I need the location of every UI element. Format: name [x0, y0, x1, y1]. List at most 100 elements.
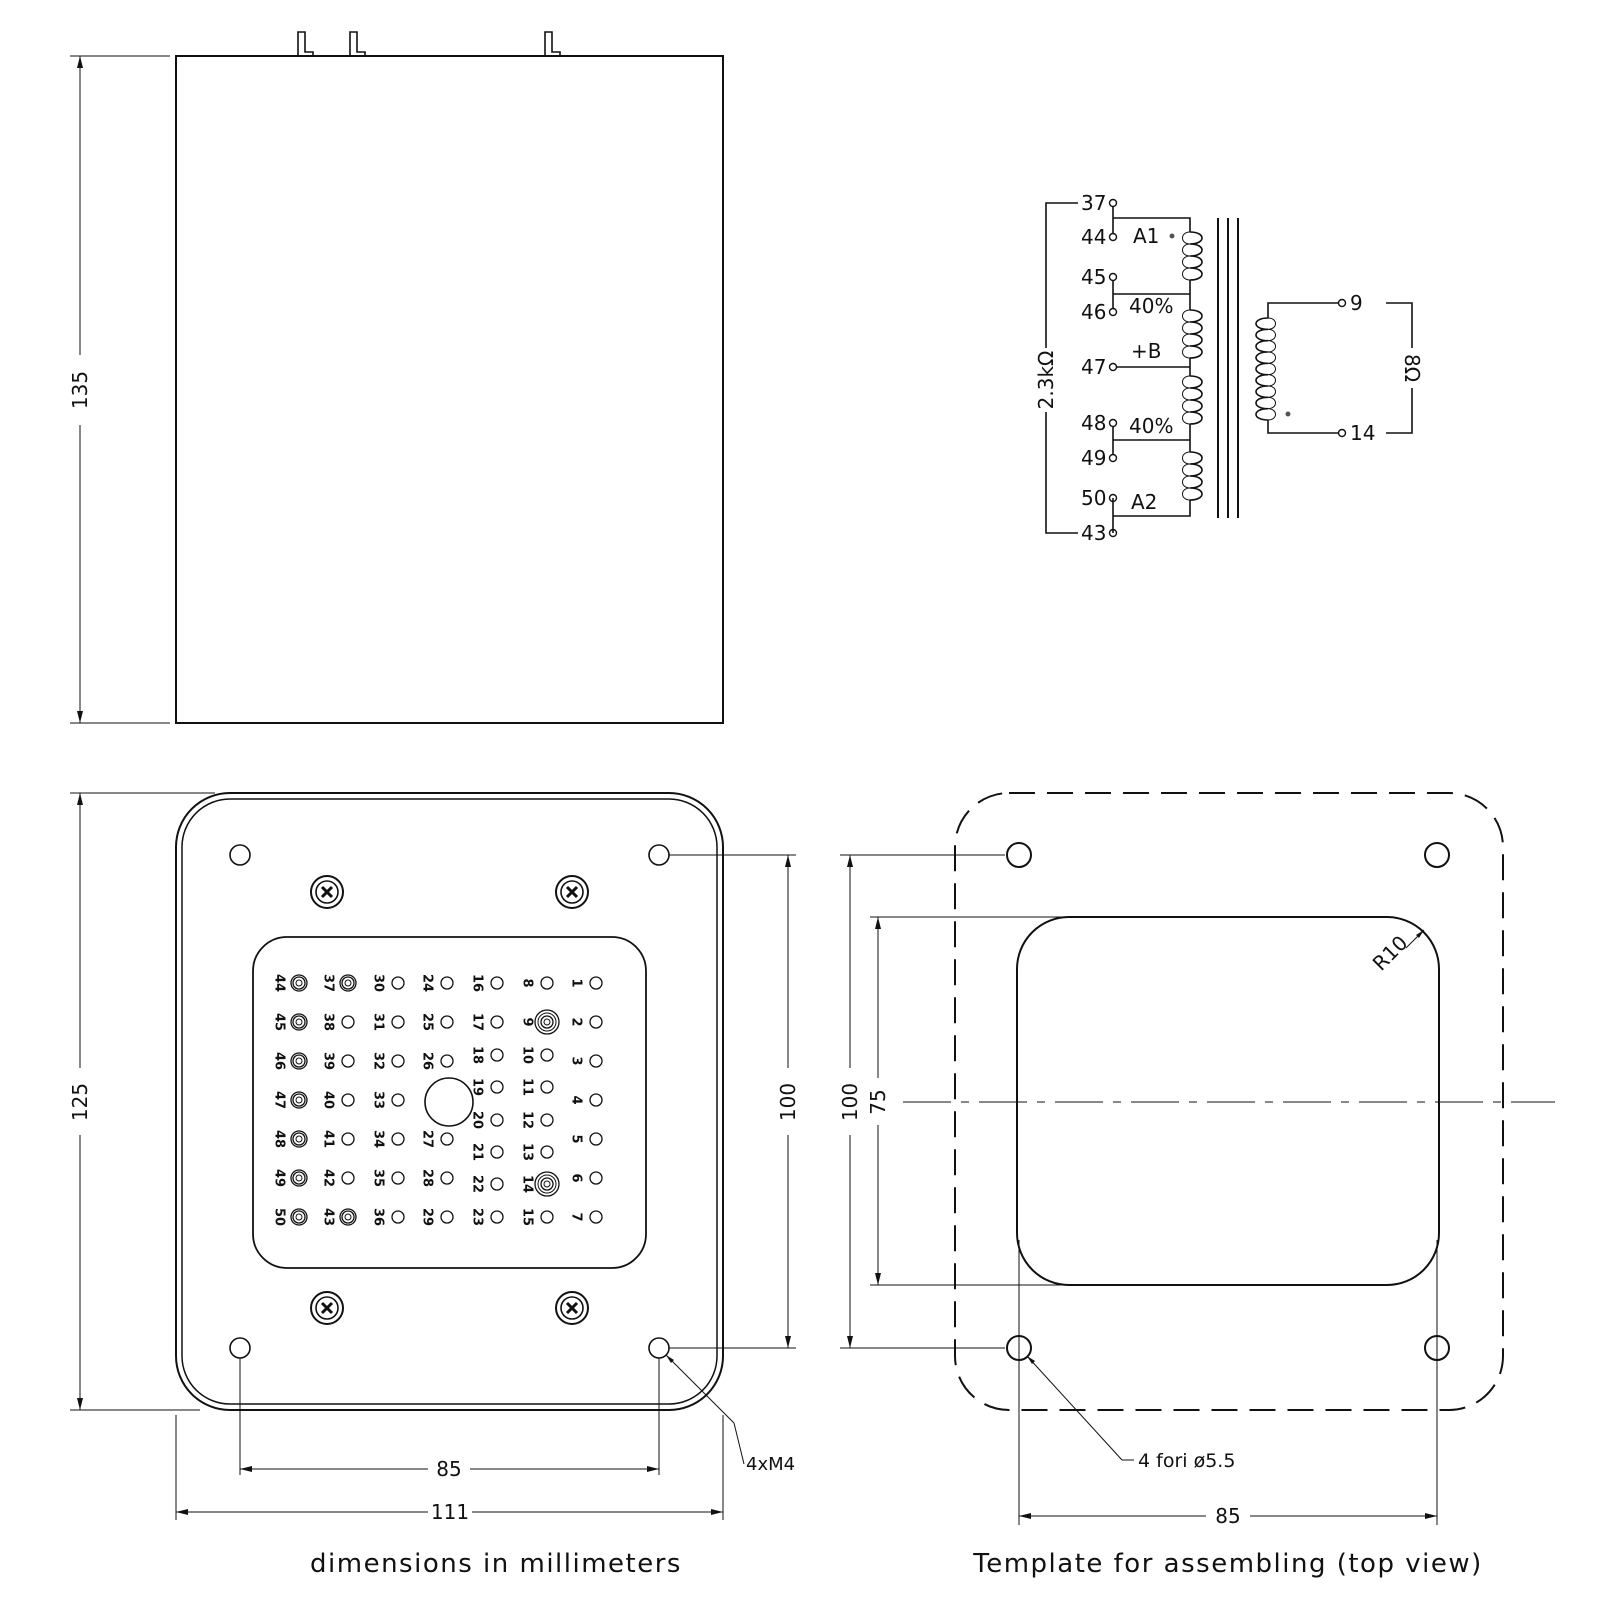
terminal-pin-label: 48 — [272, 1130, 287, 1148]
terminal-pin — [589, 1171, 603, 1185]
holes-leader: 4 fori ø5.5 — [1026, 1355, 1235, 1472]
terminal-pin — [292, 1132, 306, 1146]
terminal-pin — [490, 1210, 504, 1224]
thread-leader: 4xM4 — [665, 1354, 795, 1475]
terminal-pin-label: 8 — [520, 978, 535, 987]
primary-impedance-label: 2.3kΩ — [1034, 351, 1058, 410]
terminal-pin — [292, 976, 306, 990]
terminal-pin — [490, 1015, 504, 1029]
terminal-pin-label: 15 — [520, 1208, 535, 1226]
height-135-label: 135 — [68, 371, 92, 409]
primary-coil-inner — [1182, 309, 1191, 359]
terminal-pin — [391, 976, 405, 990]
hole-spacing-100-dimension: 100 — [669, 854, 800, 1349]
a1-label: A1 — [1133, 224, 1159, 248]
terminal-pin-label: 35 — [371, 1169, 386, 1187]
terminal-pin-label: 6 — [569, 1173, 584, 1182]
terminal-pin — [341, 1171, 355, 1185]
terminal-pin — [440, 1132, 454, 1146]
terminal-pin-label: 9 — [520, 1017, 535, 1026]
terminal-pin-label: 47 — [272, 1091, 287, 1109]
tpl-hole-spacing-85-dimension: 85 — [1018, 1240, 1438, 1528]
soldered-pin-core — [295, 1018, 303, 1026]
soldered-pin-icon — [290, 1013, 308, 1031]
terminal-pin — [391, 1171, 405, 1185]
bottom-view: 4445464748495037383940414243303132333435… — [68, 792, 800, 1579]
terminal-pin — [341, 976, 355, 990]
soldered-pin-core — [543, 1018, 551, 1026]
terminal-pin-label: 34 — [371, 1130, 386, 1148]
terminal-pin — [540, 1015, 554, 1029]
terminal-pin-label: 21 — [470, 1143, 485, 1161]
tap2-label: 40% — [1129, 414, 1173, 438]
pin-46-label: 46 — [1081, 300, 1106, 324]
secondary-impedance-label: 8Ω — [1400, 354, 1424, 382]
phase-dot-icon — [1285, 411, 1291, 417]
tpl-hole-spacing-85-label: 85 — [1215, 1504, 1240, 1528]
terminal-pin-label: 40 — [321, 1091, 336, 1109]
side-view: 135 — [68, 31, 724, 724]
terminal-pin-label: 43 — [321, 1208, 336, 1226]
hole-spacing-85-label: 85 — [436, 1457, 461, 1481]
terminal-pin-label: 36 — [371, 1208, 386, 1226]
terminal-pin — [589, 1093, 603, 1107]
terminal-pin — [391, 1132, 405, 1146]
terminal-pin — [440, 1171, 454, 1185]
primary-coil-segment — [1189, 375, 1203, 425]
terminal-pin-label: 27 — [420, 1130, 435, 1148]
terminal-pin — [540, 1177, 554, 1191]
terminal-pin — [440, 1015, 454, 1029]
terminal-pin — [391, 1093, 405, 1107]
terminal-pin — [391, 1210, 405, 1224]
terminal-pin-label: 30 — [371, 974, 386, 992]
winding-schematic: 37 44 45 46 47 48 49 50 43 9 14 A1 40% +… — [1034, 191, 1424, 545]
terminal-pin — [540, 1145, 554, 1159]
terminal-pin-label: 31 — [371, 1013, 386, 1031]
soldered-pin-icon — [290, 1130, 308, 1148]
window-75-label: 75 — [866, 1089, 890, 1114]
soldered-pin-icon — [339, 1208, 357, 1226]
terminal-pin — [589, 1132, 603, 1146]
primary-terminals — [1108, 198, 1347, 538]
terminal-pin — [341, 1132, 355, 1146]
terminal-pin-label: 18 — [470, 1046, 485, 1064]
soldered-pin-core — [344, 1213, 352, 1221]
terminal-pin — [292, 1093, 306, 1107]
terminal-pin-label: 49 — [272, 1169, 287, 1187]
terminal-pin — [490, 976, 504, 990]
plus-b-label: +B — [1131, 339, 1161, 363]
terminal-pin — [540, 976, 554, 990]
terminal-pin-label: 41 — [321, 1130, 336, 1148]
tpl-hole-spacing-100-label: 100 — [838, 1083, 862, 1121]
radius-label: R10 — [1368, 931, 1413, 976]
terminal-pin — [589, 1210, 603, 1224]
terminal-pin — [341, 1210, 355, 1224]
terminal-pin — [540, 1113, 554, 1127]
soldered-pin-icon — [290, 1208, 308, 1226]
terminal-pin-label: 19 — [470, 1078, 485, 1096]
pin-9-label: 9 — [1350, 291, 1363, 315]
terminal-pin-label: 5 — [569, 1134, 584, 1143]
terminal-pin-label: 26 — [420, 1052, 435, 1070]
soldered-pin-icon — [534, 1171, 560, 1197]
screw-icon — [555, 1291, 589, 1325]
a2-label: A2 — [1131, 490, 1157, 514]
secondary-coil — [1255, 317, 1269, 421]
secondary-coil-inner — [1267, 317, 1276, 421]
screws — [310, 875, 589, 1325]
terminal-pin-label: 46 — [272, 1052, 287, 1070]
terminal-pins: 4445464748495037383940414243303132333435… — [272, 974, 603, 1226]
pin-45-label: 45 — [1081, 265, 1106, 289]
pin-49-label: 49 — [1081, 446, 1106, 470]
pin-37-label: 37 — [1081, 191, 1106, 215]
primary-coil-segment — [1189, 309, 1203, 359]
terminal-pin — [540, 1080, 554, 1094]
primary-winding — [1182, 231, 1203, 501]
terminal-pin-label: 33 — [371, 1091, 386, 1109]
terminal-pin-label: 13 — [520, 1143, 535, 1161]
terminal-pin — [589, 1015, 603, 1029]
terminal-pin-label: 29 — [420, 1208, 435, 1226]
terminal-pin-label: 24 — [420, 974, 435, 992]
terminal-pin — [391, 1054, 405, 1068]
